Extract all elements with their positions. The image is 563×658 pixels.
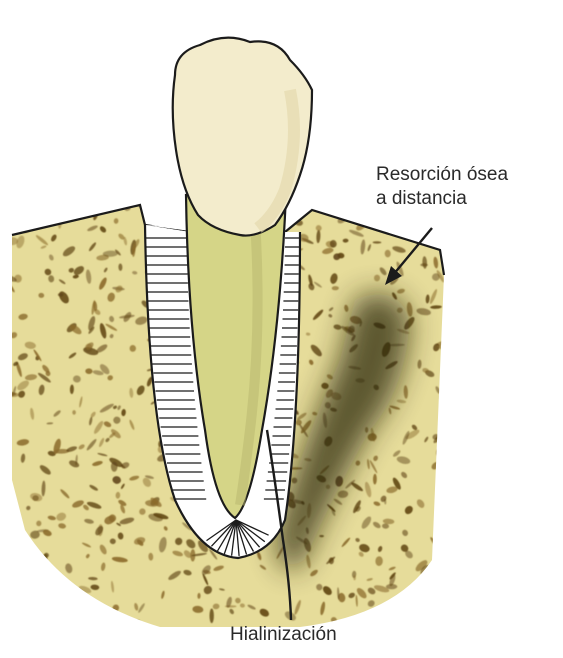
tooth-crown xyxy=(173,38,312,236)
label-resorcion-line2: a distancia xyxy=(376,187,467,210)
label-hialinizacion: Hialinización xyxy=(230,623,337,646)
label-resorcion-line1: Resorción ósea xyxy=(376,163,508,186)
